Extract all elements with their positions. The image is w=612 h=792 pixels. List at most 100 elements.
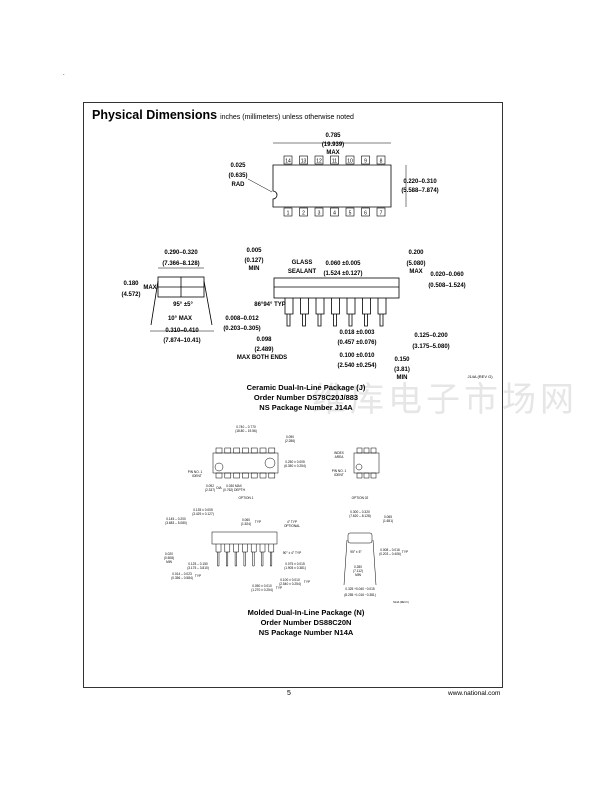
pin-box [224,472,232,479]
svg-text:PIN NO. 1: PIN NO. 1 [188,470,203,474]
pin-box [363,447,370,454]
svg-text:0.060 ±0.005: 0.060 ±0.005 [326,261,362,267]
pin-box [299,155,308,165]
lead [362,298,371,327]
pin-box [345,207,355,217]
svg-text:(0.203 – 0.406): (0.203 – 0.406) [379,552,401,556]
svg-text:(0.127): (0.127) [244,258,263,264]
svg-text:0.300 – 0.320: 0.300 – 0.320 [350,510,370,514]
svg-text:(1.651): (1.651) [383,519,393,523]
svg-text:86°94° TYP: 86°94° TYP [254,302,285,308]
svg-text:TYP: TYP [276,586,282,590]
svg-text:TYP: TYP [304,580,310,584]
svg-text:10° MAX: 10° MAX [168,316,192,322]
pin-box [259,447,267,454]
pin-box [376,155,386,165]
section-subtitle: inches (millimeters) unless otherwise no… [220,114,354,121]
footer-url[interactable]: www.national.com [448,690,501,697]
j14a-end-view: 0.290–0.320 (7.366–8.128) 0.180 (4.572) … [121,250,260,344]
svg-text:(2.489): (2.489) [254,347,273,353]
svg-text:95° ±5°: 95° ±5° [173,302,193,308]
lead [259,544,266,567]
svg-text:(2.337): (2.337) [205,488,215,492]
svg-text:(5.080): (5.080) [406,261,425,267]
pin-box [233,447,240,454]
pin-box [242,472,249,479]
pin-number: 9 [364,159,367,165]
svg-text:(18.80 – 19.56): (18.80 – 19.56) [235,429,257,433]
pin-box [361,155,370,165]
svg-text:0.325 +0.040 −0.015: 0.325 +0.040 −0.015 [345,587,375,591]
content-frame [83,102,503,688]
pin-box [370,472,377,479]
pin-number: 4 [333,211,336,217]
svg-text:(7.620 – 8.128): (7.620 – 8.128) [349,514,371,518]
pin-box [376,207,386,217]
pin-number: 3 [318,211,321,217]
svg-text:DIA: DIA [216,486,222,490]
svg-text:J14A (REV G): J14A (REV G) [467,374,493,379]
svg-text:(0.203–0.305): (0.203–0.305) [223,326,260,332]
lead [233,544,239,567]
svg-text:MAX BOTH ENDS: MAX BOTH ENDS [237,355,287,361]
svg-text:0.030 MAX: 0.030 MAX [226,484,243,488]
dim-rad: 0.025 [230,163,246,169]
pin-box [345,155,355,165]
pin-box [314,155,324,165]
pin-box [233,472,240,479]
pin-box [250,447,258,454]
svg-text:0.125–0.200: 0.125–0.200 [414,333,448,339]
pin-box [215,472,223,479]
svg-text:0.145 – 0.200: 0.145 – 0.200 [166,517,186,521]
dim-length-mm: (19.939) [322,142,344,148]
dim-rad-note: RAD [232,182,246,188]
svg-text:(3.175 – 3.810): (3.175 – 3.810) [187,566,209,570]
pin-number: 11 [332,159,337,165]
svg-text:0.008 – 0.016: 0.008 – 0.016 [380,548,400,552]
svg-text:0.135 ± 0.005: 0.135 ± 0.005 [193,508,213,512]
pin-box [250,472,258,479]
n14a-top-view: 0.740 – 0.770(18.80 – 19.56) 0.090(2.286… [188,425,380,500]
pin-box [242,447,249,454]
svg-text:90° ± 4° TYP: 90° ± 4° TYP [283,551,301,555]
lead [242,544,248,567]
page-number: 5 [287,690,291,697]
svg-text:(3.429 ± 0.127): (3.429 ± 0.127) [192,512,214,516]
svg-text:(0.457 ±0.076): (0.457 ±0.076) [338,340,377,346]
svg-text:(0.508–1.524): (0.508–1.524) [428,283,465,289]
pin-box [370,447,377,454]
svg-text:0.020: 0.020 [165,552,173,556]
svg-text:IDENT: IDENT [192,474,202,478]
svg-text:(1.524 ±0.127): (1.524 ±0.127) [324,271,363,277]
svg-text:0.100 ± 0.010: 0.100 ± 0.010 [280,578,300,582]
svg-text:(1.270 ± 0.254): (1.270 ± 0.254) [251,588,273,592]
lead [215,544,222,567]
pin-box [356,472,363,479]
svg-text:(7.112): (7.112) [353,569,363,573]
svg-text:TYP: TYP [255,520,261,524]
svg-text:(1.524): (1.524) [241,522,251,526]
svg-text:0.005: 0.005 [246,248,262,254]
lead [300,298,309,327]
pin-number: 12 [316,159,322,165]
watermark: 维库电子市场网 [312,380,578,420]
pin-number: 7 [380,211,383,217]
svg-text:(0.762) DEPTH: (0.762) DEPTH [223,488,245,492]
pin-box [283,207,293,217]
svg-text:0.092: 0.092 [206,484,214,488]
dim-rad-mm: (0.635) [228,173,247,179]
svg-text:0.310–0.410: 0.310–0.410 [165,328,199,334]
svg-text:(2.286): (2.286) [285,439,295,443]
lead [377,298,387,327]
pin-number: 10 [347,159,353,165]
svg-text:MAX: MAX [143,285,156,291]
n14a-end-view: 0.300 – 0.320(7.620 – 8.128) 0.065(1.651… [343,510,409,604]
pin-box [330,207,339,217]
pin-box [314,207,324,217]
pin-box [215,447,223,454]
svg-text:(0.508): (0.508) [164,556,174,560]
svg-text:0.014 – 0.023: 0.014 – 0.023 [172,572,192,576]
svg-text:(2.540 ± 0.254): (2.540 ± 0.254) [279,582,301,586]
